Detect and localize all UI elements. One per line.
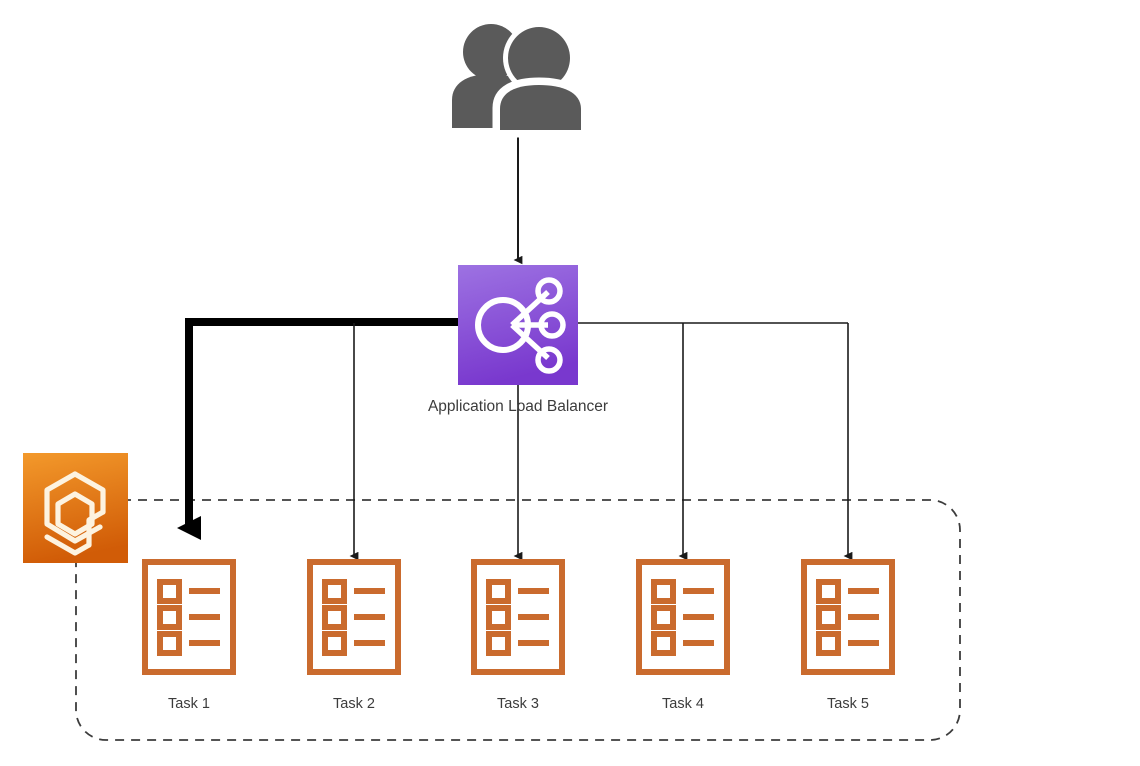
application-load-balancer-icon[interactable] [458, 265, 578, 385]
task-label-2: Task 2 [333, 696, 375, 712]
task-label-1: Task 1 [168, 696, 210, 712]
ecs-cluster-icon[interactable] [23, 453, 128, 563]
task-icon-2[interactable] [307, 559, 401, 675]
application-load-balancer-label: Application Load Balancer [427, 398, 609, 415]
users-icon [452, 22, 589, 138]
connector-alb-to-task-1 [177, 318, 458, 540]
task-label-4: Task 4 [662, 696, 704, 712]
task-icon-3[interactable] [471, 559, 565, 675]
task-label-5: Task 5 [827, 696, 869, 712]
ecs-cluster-boundary [75, 499, 961, 741]
task-icon-5[interactable] [801, 559, 895, 675]
task-icon-4[interactable] [636, 559, 730, 675]
task-icon-1[interactable] [142, 559, 236, 675]
task-label-3: Task 3 [497, 696, 539, 712]
